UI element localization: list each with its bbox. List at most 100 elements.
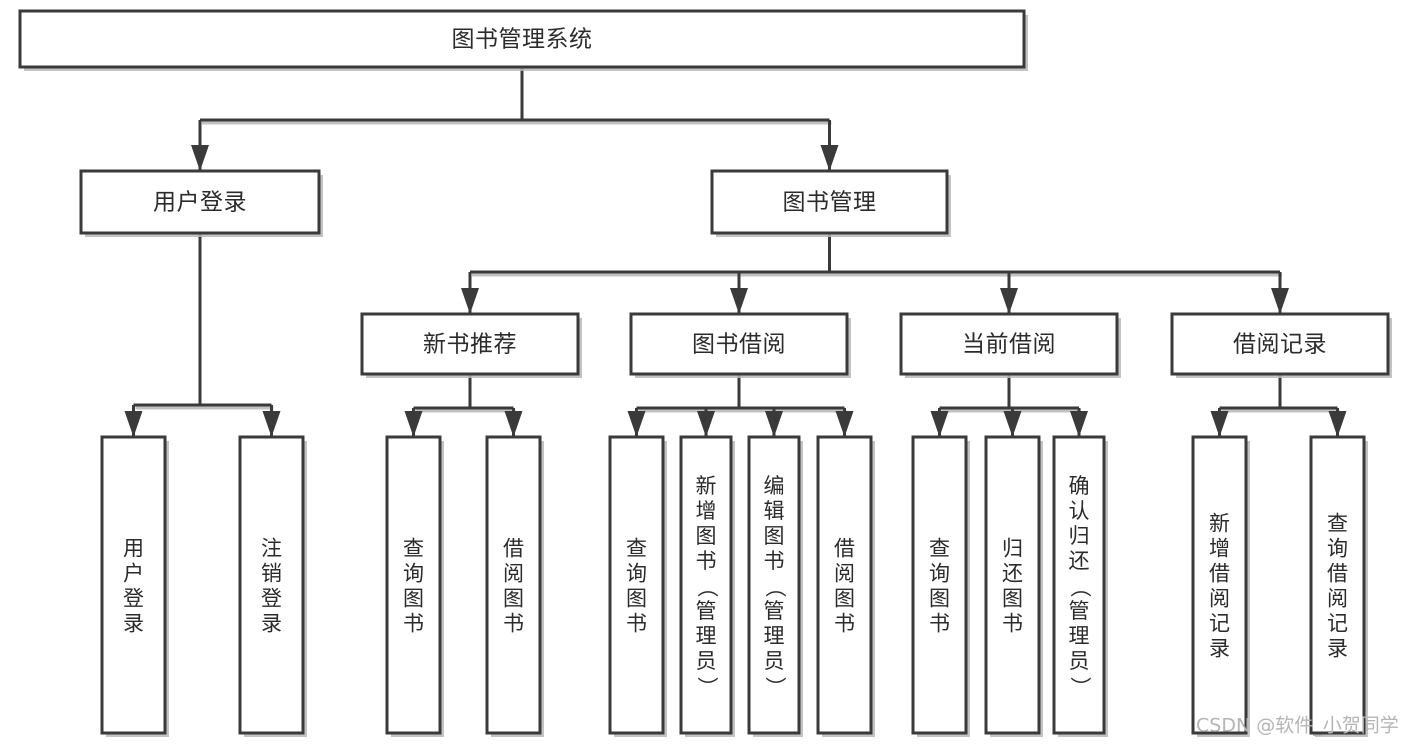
label-char: 确 [1069,474,1090,498]
label-char: （ [695,577,719,598]
node-label-layer: 图书管理系统用户登录图书管理新书推荐图书借阅当前借阅借阅记录用户登录注销登录查询… [123,27,1348,698]
label-char: 查 [929,537,950,561]
node-book-manage-label: 图书管理 [783,190,877,216]
label-char: 书 [764,549,785,573]
label-char: 理 [1069,624,1090,648]
node-leaf-borrow-book-1-box[interactable] [485,435,542,735]
node-leaf-edit-book-box[interactable] [747,435,801,735]
label-char: 员 [764,649,785,673]
node-box-layer [18,9,1392,737]
node-book-manage-box[interactable] [710,169,949,235]
label-char: 辑 [764,499,785,523]
node-leaf-add-book-box[interactable] [679,435,733,735]
node-book-borrow-box[interactable] [629,312,849,376]
watermark-label: CSDN @软件_小贺同学 [1196,715,1399,737]
node-current-borrow-box[interactable] [899,312,1119,376]
label-char: 阅 [1327,587,1348,611]
label-char: 书 [403,612,424,636]
node-new-book-recommend-box[interactable] [360,312,580,376]
label-char: 书 [696,549,717,573]
label-char: 查 [626,537,647,561]
label-char: 新 [1209,512,1230,536]
node-user-login-box[interactable] [79,169,321,235]
label-char: 图 [764,524,785,548]
label-char: 书 [503,612,524,636]
node-leaf-confirm-return-box[interactable] [1052,435,1106,735]
label-char: 录 [123,612,144,636]
node-leaf-query-book-1-box[interactable] [385,435,442,735]
label-char: 借 [503,537,524,561]
label-char: 管 [1069,599,1090,623]
label-char: 书 [626,612,647,636]
label-char: 登 [123,587,144,611]
label-char: 理 [696,624,717,648]
label-char: 记 [1209,612,1230,636]
label-char: ） [695,677,719,698]
label-char: 借 [834,537,855,561]
node-borrow-record-box[interactable] [1170,312,1390,376]
node-leaf-add-record-box[interactable] [1191,435,1248,735]
label-char: 图 [626,587,647,611]
label-char: 新 [696,474,717,498]
label-char: 理 [764,624,785,648]
label-char: 员 [696,649,717,673]
label-char: 录 [1209,637,1230,661]
label-char: 阅 [834,562,855,586]
label-char: 图 [834,587,855,611]
node-leaf-return-book-box[interactable] [984,435,1041,735]
label-char: 归 [1002,537,1023,561]
label-char: 录 [1327,637,1348,661]
label-char: 销 [261,562,282,586]
label-char: 编 [764,474,785,498]
label-char: 注 [261,537,282,561]
label-char: 询 [1327,537,1348,561]
label-char: 管 [696,599,717,623]
node-leaf-query-book-3-box[interactable] [911,435,968,735]
node-root-label: 图书管理系统 [452,27,593,53]
label-char: 询 [626,562,647,586]
node-leaf-user-login-label: 用户登录 [123,537,144,636]
node-leaf-user-login-box[interactable] [100,435,167,735]
label-char: 登 [261,587,282,611]
label-char: 增 [696,499,717,523]
connector-layer [124,67,1347,437]
label-char: 借 [1327,562,1348,586]
node-leaf-query-record-box[interactable] [1309,435,1366,735]
node-leaf-borrow-book-2-box[interactable] [816,435,873,735]
node-leaf-user-logout-box[interactable] [238,435,305,735]
label-char: ） [1068,677,1092,698]
label-char: 书 [929,612,950,636]
node-leaf-query-book-2-box[interactable] [608,435,665,735]
node-book-borrow-label: 图书借阅 [692,332,786,358]
label-char: 图 [1002,587,1023,611]
node-root-box[interactable] [18,9,1026,69]
label-char: 归 [1069,524,1090,548]
label-char: （ [763,577,787,598]
label-char: 认 [1069,499,1090,523]
label-char: 书 [1002,612,1023,636]
label-char: 还 [1069,549,1090,573]
label-char: 图 [929,587,950,611]
label-char: 管 [764,599,785,623]
label-char: 还 [1002,562,1023,586]
label-char: 录 [261,612,282,636]
node-user-login-label: 用户登录 [153,190,247,216]
node-current-borrow-label: 当前借阅 [962,332,1056,358]
label-char: ） [763,677,787,698]
label-char: 图 [696,524,717,548]
node-new-book-recommend-label: 新书推荐 [423,332,517,358]
label-char: 查 [403,537,424,561]
label-char: 询 [929,562,950,586]
